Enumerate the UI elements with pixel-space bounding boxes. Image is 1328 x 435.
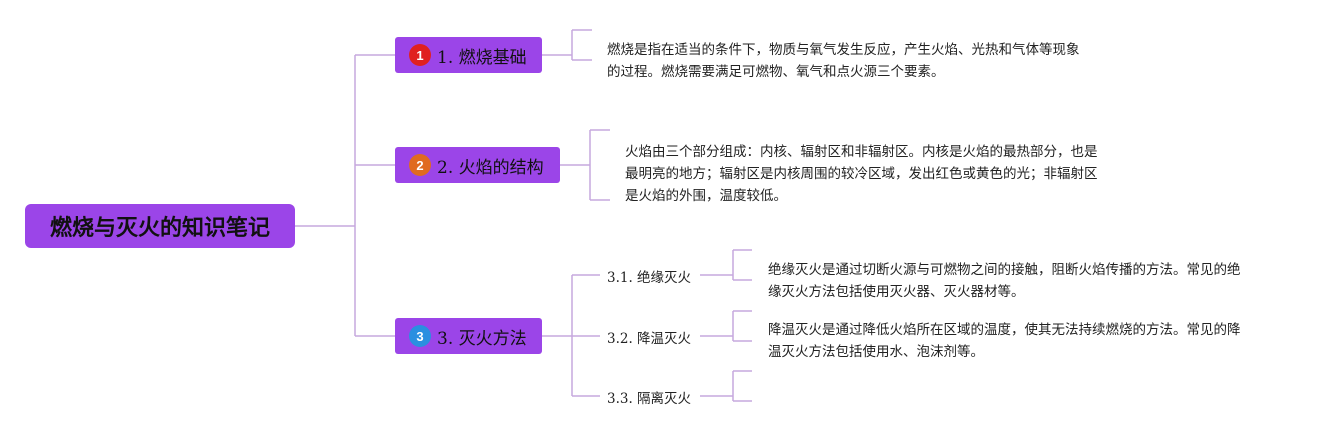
note-line: 的过程。燃烧需要满足可燃物、氧气和点火源三个要素。 (607, 64, 945, 80)
note-line: 绝缘灭火是通过切断火源与可燃物之间的接触，阻断火焰传播的方法。常见的绝 (768, 262, 1241, 278)
root-connector (295, 54, 395, 337)
branch-2-node[interactable]: 2 2. 火焰的结构 (395, 147, 560, 183)
root-node[interactable]: 燃烧与灭火的知识笔记 (25, 204, 295, 248)
sub3-connector (700, 370, 752, 402)
note-line: 是火焰的外围，温度较低。 (625, 188, 787, 204)
branch-2-note: 火焰由三个部分组成：内核、辐射区和非辐射区。内核是火焰的最热部分，也是 最明亮的… (625, 141, 1145, 207)
sub-node-3-1[interactable]: 3.1. 绝缘灭火 (607, 270, 692, 286)
sub2-connector (700, 310, 752, 342)
note-line: 温灭火方法包括使用水、泡沫剂等。 (768, 344, 984, 360)
note-line: 降温灭火是通过降低火焰所在区域的温度，使其无法持续燃烧的方法。常见的降 (768, 322, 1241, 338)
sub-node-3-3[interactable]: 3.3. 隔离灭火 (607, 391, 692, 407)
branch-3-node[interactable]: 3 3. 灭火方法 (395, 318, 542, 354)
note-line: 最明亮的地方；辐射区是内核周围的较冷区域，发出红色或黄色的光；非辐射区 (625, 166, 1098, 182)
note-line: 燃烧是指在适当的条件下，物质与氧气发生反应，产生火焰、光热和气体等现象 (607, 42, 1080, 58)
branch-1-node[interactable]: 1 1. 燃烧基础 (395, 37, 542, 73)
branch-3-label: 3. 灭火方法 (437, 328, 527, 349)
branch-1-note: 燃烧是指在适当的条件下，物质与氧气发生反应，产生火焰、光热和气体等现象 的过程。… (607, 39, 1127, 83)
note-line: 缘灭火方法包括使用灭火器、灭火器材等。 (768, 284, 1025, 300)
branch-2-label: 2. 火焰的结构 (437, 157, 544, 178)
branch2-connector (560, 129, 610, 201)
branch-1-label: 1. 燃烧基础 (437, 47, 527, 68)
priority-3-icon: 3 (409, 325, 431, 347)
branch3-connector (542, 274, 600, 397)
branch1-connector (542, 29, 592, 61)
sub-node-3-2[interactable]: 3.2. 降温灭火 (607, 331, 692, 347)
priority-1-icon: 1 (409, 44, 431, 66)
note-line: 火焰由三个部分组成：内核、辐射区和非辐射区。内核是火焰的最热部分，也是 (625, 144, 1098, 160)
sub1-connector (700, 249, 752, 281)
sub-3-1-note: 绝缘灭火是通过切断火源与可燃物之间的接触，阻断火焰传播的方法。常见的绝 缘灭火方… (768, 259, 1288, 303)
sub-3-2-note: 降温灭火是通过降低火焰所在区域的温度，使其无法持续燃烧的方法。常见的降 温灭火方… (768, 319, 1288, 363)
priority-2-icon: 2 (409, 154, 431, 176)
